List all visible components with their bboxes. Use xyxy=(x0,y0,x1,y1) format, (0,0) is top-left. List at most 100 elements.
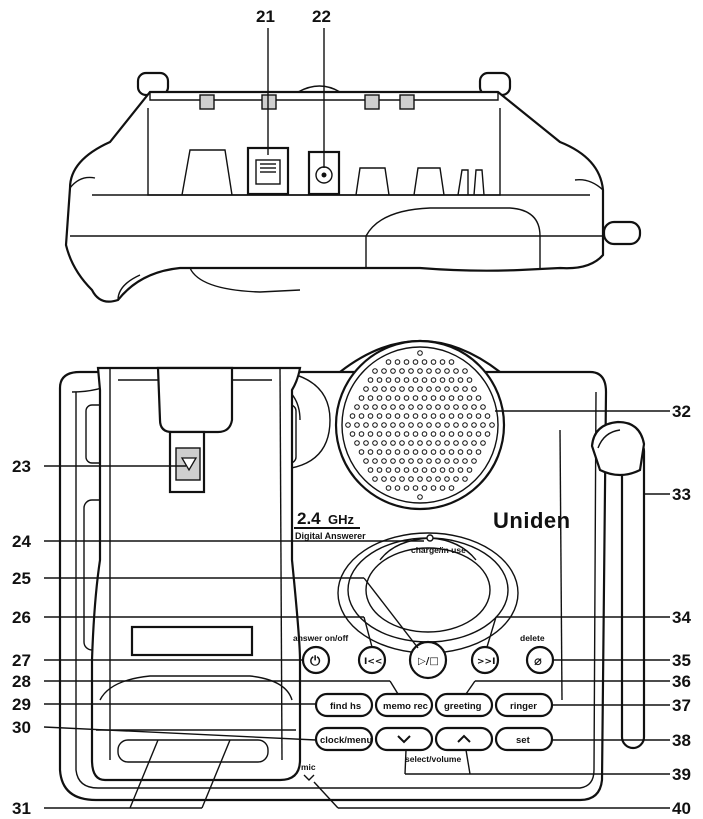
ghz-unit: GHz xyxy=(328,512,355,527)
speaker-hole xyxy=(448,485,455,491)
speaker-hole xyxy=(471,386,477,392)
speaker-hole xyxy=(448,413,455,419)
speaker-hole xyxy=(444,368,450,374)
speaker-hole xyxy=(453,368,459,374)
speaker-hole xyxy=(426,476,432,482)
speaker-hole xyxy=(489,422,495,428)
speaker-hole xyxy=(421,467,428,473)
speaker-hole xyxy=(466,377,473,383)
speaker-hole xyxy=(394,449,401,455)
speaker-hole xyxy=(390,458,396,464)
speaker-hole xyxy=(462,386,468,392)
speaker-hole xyxy=(430,449,437,455)
ringer-button[interactable]: ringer xyxy=(494,692,554,718)
speaker-hole xyxy=(471,458,477,464)
speaker-hole xyxy=(417,494,423,500)
speaker-hole xyxy=(385,413,392,419)
speaker-hole xyxy=(417,386,423,392)
speaker-hole xyxy=(421,449,428,455)
chevron-up-icon xyxy=(457,734,471,743)
speaker-hole xyxy=(381,368,387,374)
speaker-hole xyxy=(345,422,351,428)
speaker-hole xyxy=(417,350,423,356)
speaker-hole xyxy=(444,458,450,464)
speaker-hole xyxy=(381,440,387,446)
speaker-hole xyxy=(462,440,468,446)
speaker-hole xyxy=(363,422,369,428)
speaker-hole xyxy=(439,449,446,455)
speaker-hole xyxy=(457,431,464,437)
speaker-hole xyxy=(363,404,369,410)
speaker-hole xyxy=(457,395,464,401)
mic-label: mic xyxy=(301,762,316,772)
speaker-hole xyxy=(475,413,482,419)
speaker-hole xyxy=(376,467,383,473)
speaker-hole xyxy=(390,422,396,428)
speaker-hole xyxy=(372,386,378,392)
speaker-hole xyxy=(448,377,455,383)
speaker-hole xyxy=(462,404,468,410)
skip-forward-button[interactable]: >>I xyxy=(470,645,500,675)
speaker-hole xyxy=(367,449,374,455)
delete-button[interactable]: ⌀ xyxy=(525,645,555,675)
speaker-hole xyxy=(385,467,392,473)
greeting-button[interactable]: greeting xyxy=(434,692,494,718)
speaker-hole xyxy=(390,386,396,392)
speaker-hole xyxy=(394,467,401,473)
find-hs-button[interactable]: find hs xyxy=(314,692,374,718)
speaker-hole xyxy=(430,359,437,365)
speaker-hole xyxy=(430,485,437,491)
speaker-hole xyxy=(394,377,401,383)
skip-back-button[interactable]: I<< xyxy=(357,645,387,675)
ringer-label: ringer xyxy=(510,701,537,712)
speaker-hole xyxy=(435,458,441,464)
speaker-hole xyxy=(376,449,383,455)
speaker-hole xyxy=(367,467,374,473)
clock-menu-label: clock/menu xyxy=(320,735,372,746)
callout-22: 22 xyxy=(312,7,331,26)
play-stop-button[interactable]: ▷/□ xyxy=(408,640,448,680)
speaker-hole xyxy=(403,359,410,365)
speaker-hole xyxy=(426,386,432,392)
volume-up-button[interactable] xyxy=(434,726,494,752)
rear-view xyxy=(64,71,642,303)
speaker-hole xyxy=(417,440,423,446)
speaker-hole xyxy=(462,476,468,482)
speaker-hole xyxy=(394,485,401,491)
volume-down-button[interactable] xyxy=(374,726,434,752)
speaker-hole xyxy=(471,422,477,428)
speaker-hole xyxy=(417,368,423,374)
delete-label: delete xyxy=(520,633,545,643)
speaker-hole xyxy=(426,368,432,374)
speaker-hole xyxy=(457,377,464,383)
speaker-hole xyxy=(408,368,414,374)
speaker-hole xyxy=(394,431,401,437)
antenna xyxy=(590,420,646,750)
speaker-hole xyxy=(421,413,428,419)
callout-28: 28 xyxy=(12,672,31,691)
answer-on-off-button[interactable]: ⏻ xyxy=(301,645,331,675)
microphone-icon xyxy=(303,774,315,781)
speaker-hole xyxy=(412,431,419,437)
speaker-hole xyxy=(475,395,482,401)
speaker-hole xyxy=(376,413,383,419)
set-button[interactable]: set xyxy=(494,726,554,752)
speaker-hole xyxy=(385,377,392,383)
callout-38: 38 xyxy=(672,731,691,750)
memo-rec-button[interactable]: memo rec xyxy=(374,692,434,718)
speaker-hole xyxy=(390,404,396,410)
clock-menu-button[interactable]: clock/menu xyxy=(314,726,374,752)
speaker-hole xyxy=(471,404,477,410)
speaker-hole xyxy=(412,377,419,383)
speaker-hole xyxy=(466,467,473,473)
speaker-hole xyxy=(385,359,392,365)
speaker-hole xyxy=(363,440,369,446)
callout-33: 33 xyxy=(672,485,691,504)
speaker-hole xyxy=(403,431,410,437)
speaker-hole xyxy=(426,458,432,464)
digital-answerer-label: Digital Answerer xyxy=(295,531,366,541)
select-volume-label: select/volume xyxy=(405,754,461,764)
speaker-hole xyxy=(412,467,419,473)
speaker-hole xyxy=(408,458,414,464)
